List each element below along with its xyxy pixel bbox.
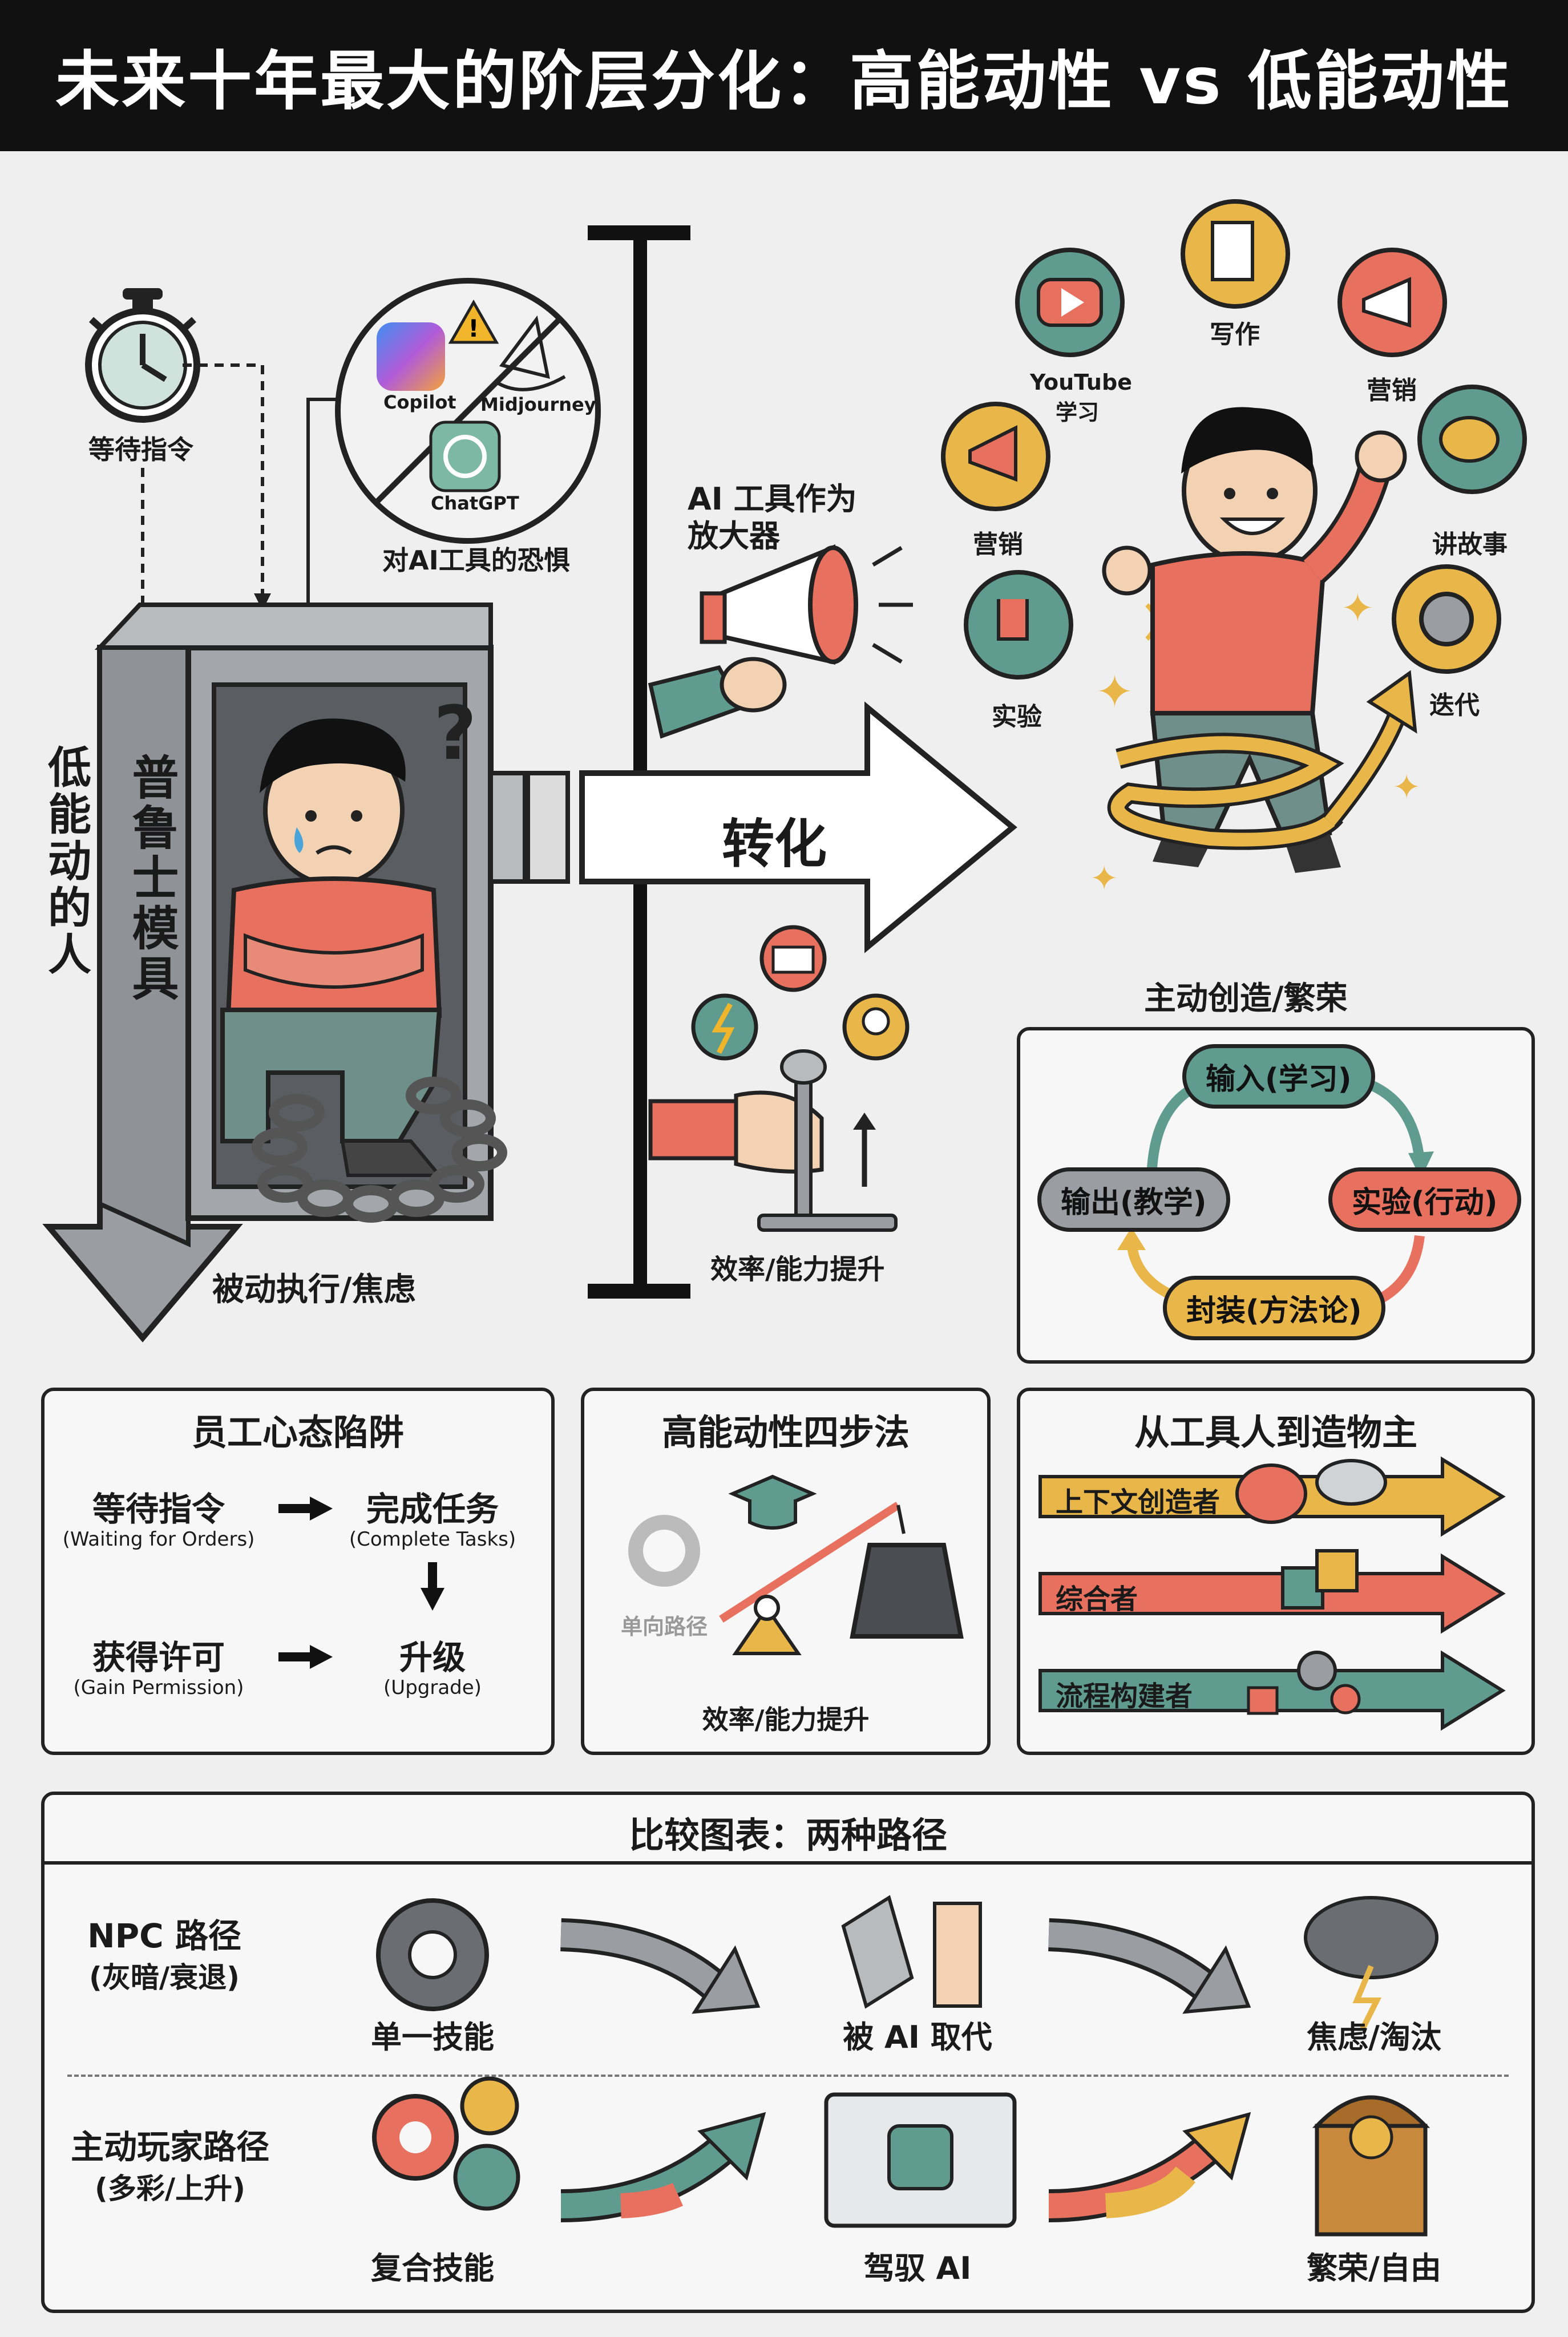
cycle-experiment: 实验(行动) (1328, 1167, 1521, 1232)
happy-person: ✦ ✦ ✦ ✦ (1090, 407, 1421, 899)
creator-title: 从工具人到造物主 (1134, 1412, 1417, 1453)
svg-text:✦: ✦ (1096, 665, 1134, 718)
youtube-label: YouTube (1030, 370, 1132, 395)
transform-label: 转化 (722, 814, 827, 875)
lever-scale-icon (628, 1474, 964, 1655)
main-illustration: ! ? (42, 199, 1527, 1343)
npc-step-2: 被 AI 取代 (843, 2019, 992, 2055)
player-step-1: 复合技能 (371, 2250, 494, 2286)
trap-item-1: 等待指令 (92, 1490, 225, 1529)
trap-item-3-en: (Gain Permission) (73, 1676, 244, 1699)
chatgpt-label: ChatGPT (431, 492, 519, 514)
cycle-box: 输入(学习) 实验(行动) 封装(方法论) 输出(教学) (1017, 1027, 1535, 1364)
megaphone-hand (648, 544, 913, 739)
youtube-study-label: 学习 (1056, 400, 1100, 425)
player-step-3: 繁荣/自由 (1307, 2250, 1441, 2286)
skill-experiment: 实验 (992, 702, 1042, 731)
cycle-package: 封装(方法论) (1163, 1276, 1385, 1340)
trap-item-1-en: (Waiting for Orders) (62, 1528, 255, 1551)
npc-step-3: 焦虑/淘汰 (1307, 2019, 1441, 2055)
svg-text:!: ! (468, 314, 479, 342)
prussian-mold-label: 普鲁士模具 (124, 753, 178, 1004)
npc-title: NPC 路径 (87, 1916, 241, 1955)
low-agency-label: 低能动的人 (41, 745, 91, 979)
creator-arrows (1038, 1456, 1506, 1731)
svg-text:✦: ✦ (1392, 767, 1421, 807)
skill-writing: 写作 (1210, 320, 1260, 349)
npc-sub: (灰暗/衰退) (89, 1961, 240, 1994)
page-title: 未来十年最大的阶层分化：高能动性 vs 低能动性 (0, 0, 1568, 151)
cycle-input: 输入(学习) (1182, 1044, 1375, 1109)
trap-arrows (278, 1497, 444, 1669)
cycle-output: 输出(教学) (1037, 1167, 1230, 1232)
amplifier-label-1: AI 工具作为 (688, 481, 857, 517)
creator-arrow-3: 流程构建者 (1056, 1680, 1193, 1712)
active-label: 主动创造/繁荣 (1144, 980, 1348, 1017)
compare-title: 比较图表：两种路径 (628, 1814, 947, 1856)
creator-arrow-1: 上下文创造者 (1056, 1486, 1221, 1518)
player-step-2: 驾驭 AI (863, 2250, 972, 2286)
wait-label: 等待指令 (88, 434, 193, 465)
skill-iterate: 迭代 (1429, 691, 1480, 720)
trap-box: 员工心态陷阱 等待指令 (Waiting for Orders) 完成任务 (C… (41, 1388, 555, 1755)
stopwatch-icon (85, 288, 200, 423)
efficiency-label: 效率/能力提升 (710, 1254, 885, 1285)
steps-bottom-label: 效率/能力提升 (702, 1704, 870, 1735)
trap-item-3: 获得许可 (92, 1638, 225, 1677)
skill-marketing-right: 营销 (1367, 376, 1417, 405)
svg-text:?: ? (434, 690, 476, 777)
lever-hand (648, 925, 910, 1232)
amplifier-label-2: 放大器 (688, 518, 780, 554)
compare-divider (45, 1861, 1531, 1865)
trap-item-2-en: (Complete Tasks) (349, 1528, 516, 1551)
copilot-label: Copilot (383, 391, 456, 413)
one-way-label: 单向路径 (620, 1614, 708, 1639)
player-title: 主动玩家路径 (70, 2128, 269, 2166)
trap-title: 员工心态陷阱 (191, 1412, 404, 1453)
trap-item-4: 升级 (399, 1638, 466, 1677)
steps-title: 高能动性四步法 (661, 1412, 910, 1453)
steps-box: 高能动性四步法 单向路径 效率/能力提升 (581, 1388, 991, 1755)
fear-label: 对AI工具的恐惧 (382, 545, 570, 576)
svg-text:✦: ✦ (1090, 859, 1118, 899)
skill-marketing-left: 营销 (973, 530, 1023, 559)
compare-separator (67, 2075, 1509, 2077)
svg-text:✦: ✦ (1341, 585, 1375, 632)
midjourney-label: Midjourney (480, 394, 596, 415)
passive-label: 被动执行/焦虑 (212, 1271, 416, 1308)
trap-item-4-en: (Upgrade) (383, 1676, 482, 1699)
creator-box: 从工具人到造物主 上下文创造者 综合者 流程构建者 (1017, 1388, 1535, 1755)
compare-box: 比较图表：两种路径 NPC 路径 (灰暗/衰退) (41, 1792, 1535, 2313)
creator-arrow-2: 综合者 (1056, 1583, 1138, 1615)
ai-fear-circle: ! (335, 278, 601, 544)
skill-storytelling: 讲故事 (1432, 530, 1508, 559)
player-sub: (多彩/上升) (95, 2172, 245, 2205)
skill-icons (941, 199, 1527, 680)
npc-step-1: 单一技能 (371, 2019, 494, 2055)
compare-graphics (372, 1895, 1438, 2237)
trap-item-2: 完成任务 (366, 1490, 499, 1529)
